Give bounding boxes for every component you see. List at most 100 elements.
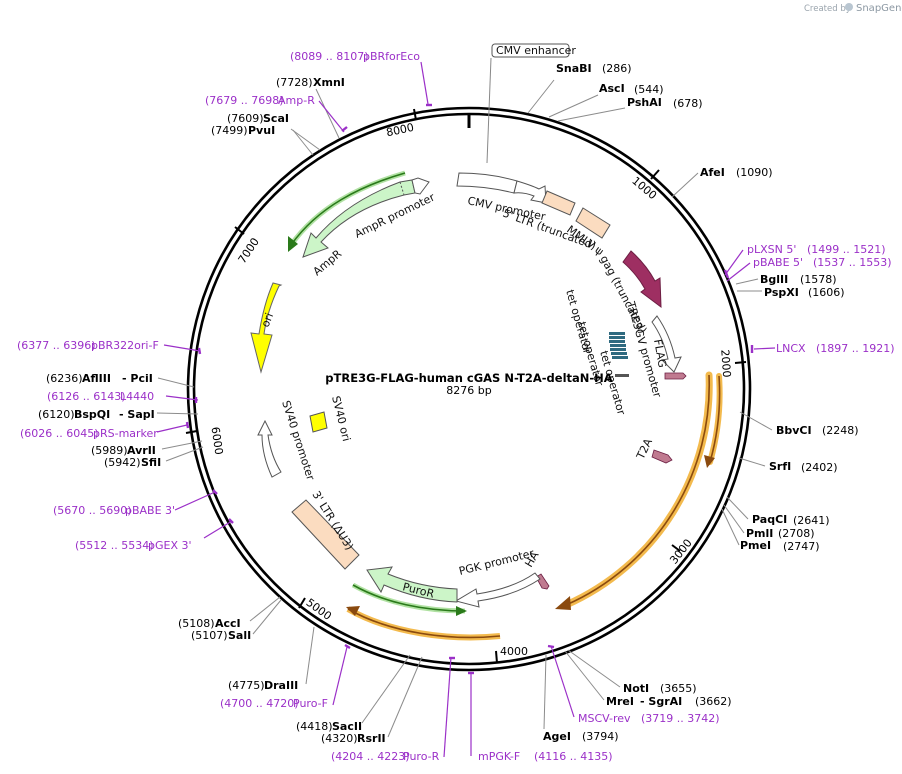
enzyme-paqci-name[interactable]: PaqCI — [752, 513, 787, 526]
enzyme-sapi-name[interactable]: - SapI — [119, 408, 155, 421]
enzyme-sacii-pos: (4418) — [296, 720, 333, 733]
enzyme-bbvci-pos: (2248) — [822, 424, 859, 437]
enzyme-asci-name[interactable]: AscI — [599, 82, 625, 95]
enzyme-scai-name[interactable]: ScaI — [263, 112, 289, 125]
feature-ori — [250, 282, 283, 374]
enzyme-rsrii-pos: (4320) — [321, 732, 358, 745]
enzyme-bglii-pos: (1578) — [800, 273, 837, 286]
primer-pbr322orif-range: (6377 .. 6396) — [17, 339, 96, 352]
enzyme-bglii-name[interactable]: BglII — [760, 273, 788, 286]
enzyme-draiii-pos: (4775) — [228, 679, 265, 692]
sv40-ori-label: SV40 ori — [329, 395, 353, 443]
enzyme-bspqi-pos: (6120) — [38, 408, 75, 421]
feature-flag — [664, 372, 687, 380]
enzyme-pmei-pos: (2747) — [783, 540, 820, 553]
enzyme-pshai-pos: (678) — [673, 97, 703, 110]
primer-pbabe3-range: (5670 .. 5690) — [53, 504, 132, 517]
enzyme-avrii-name[interactable]: AvrII — [127, 444, 156, 457]
primer-prsmarker-name[interactable]: pRS-marker — [93, 427, 158, 440]
enzyme-agei-pos: (3794) — [582, 730, 619, 743]
snapgene-logo-icon — [845, 3, 853, 11]
enzyme-mrei-pos: (3662) — [695, 695, 732, 708]
feature-tre3gv — [651, 315, 682, 373]
tick-3000-mark — [671, 544, 681, 552]
feature-sv40-promoter — [257, 419, 282, 478]
tick-8000: 8000 — [385, 121, 415, 140]
enzyme-snabi-name[interactable]: SnaBI — [556, 62, 592, 75]
flag-label: FLAG — [651, 338, 669, 368]
feature-small-mark — [615, 374, 629, 377]
primer-pbabe3-name[interactable]: pBABE 3' — [125, 504, 175, 517]
feature-5-ltr — [541, 190, 576, 216]
enzyme-xmni-name[interactable]: XmnI — [313, 76, 345, 89]
primer-purof-range: (4700 .. 4720) — [220, 697, 299, 710]
enzyme-afliii-name[interactable]: AflIII — [82, 372, 111, 385]
backbone-outer — [186, 106, 752, 672]
primer-mscvrev-range: (3719 .. 3742) — [641, 712, 720, 725]
primer-mscvrev-name[interactable]: MSCV-rev — [578, 712, 631, 725]
primer-pbrforeco-name[interactable]: pBRforEco — [363, 50, 420, 63]
tick-4000-mark — [495, 650, 498, 664]
enzyme-pmei-name[interactable]: PmeI — [740, 539, 771, 552]
credit-brand: SnapGene — [856, 3, 902, 14]
enzyme-scai-pos: (7609) — [227, 112, 264, 125]
enzyme-acci-name[interactable]: AccI — [215, 617, 241, 630]
tick-7000: 7000 — [236, 235, 262, 265]
enzyme-bspqi-name[interactable]: BspQI — [74, 408, 110, 421]
sv40-promoter-label: SV40 promoter — [279, 399, 317, 482]
primer-purof-name[interactable]: Puro-F — [293, 697, 328, 710]
enzyme-srfi-name[interactable]: SrfI — [769, 460, 791, 473]
snapgene-credit: Created by SnapGene — [804, 3, 902, 14]
enzyme-acci-pos: (5108) — [178, 617, 215, 630]
primer-prsmarker-range: (6026 .. 6045) — [20, 427, 99, 440]
feature-tet-operators — [609, 332, 628, 359]
tick-8000-mark — [413, 108, 417, 121]
enzyme-sfii-name[interactable]: SfiI — [141, 456, 161, 469]
ori-label: ori — [259, 311, 276, 329]
tick-6000-mark — [185, 430, 198, 434]
primer-pbabe5-name[interactable]: pBABE 5' — [753, 256, 803, 269]
enzyme-agei-name[interactable]: AgeI — [543, 730, 571, 743]
enzyme-noti-name[interactable]: NotI — [623, 682, 649, 695]
primer-pbr322orif-name[interactable]: pBR322ori-F — [91, 339, 159, 352]
primer-plxsn5-name[interactable]: pLXSN 5' — [747, 243, 796, 256]
primer-lncx-name[interactable]: LNCX — [776, 342, 806, 355]
enzyme-pspxi-name[interactable]: PspXI — [764, 286, 799, 299]
enzyme-pshai-name[interactable]: PshAI — [627, 96, 662, 109]
enzyme-draiii-name[interactable]: DraIII — [264, 679, 298, 692]
primer-leaders — [156, 61, 776, 758]
enzyme-pvui-name[interactable]: PvuI — [248, 124, 275, 137]
primer-mpgkf-name[interactable]: mPGK-F — [478, 750, 520, 763]
primer-puror-range: (4204 .. 4223) — [331, 750, 410, 763]
tick-5000-mark — [298, 597, 306, 609]
feature-t2a — [651, 449, 673, 464]
enzyme-xmni-pos: (7728) — [276, 76, 313, 89]
primer-pgex3-name[interactable]: pGEX 3' — [148, 539, 192, 552]
primer-marks — [185, 103, 754, 675]
primer-ampr-range: (7679 .. 7698) — [205, 94, 284, 107]
plasmid-size: 8276 bp — [446, 384, 491, 397]
enzyme-pcii-name[interactable]: - PciI — [122, 372, 153, 385]
enzyme-noti-pos: (3655) — [660, 682, 697, 695]
tick-7000-mark — [234, 226, 245, 235]
tick-6000: 6000 — [209, 426, 226, 456]
feature-pgk — [454, 572, 541, 608]
enzyme-rsrii-name[interactable]: RsrII — [357, 732, 386, 745]
enzyme-pspxi-pos: (1606) — [808, 286, 845, 299]
enzyme-asci-pos: (544) — [634, 83, 664, 96]
enzyme-afei-name[interactable]: AfeI — [700, 166, 725, 179]
enzyme-mrei-name[interactable]: MreI — [606, 695, 634, 708]
feature-3-ltr — [291, 499, 360, 570]
primer-puror-name[interactable]: Puro-R — [403, 750, 440, 763]
enzyme-sacii-name[interactable]: SacII — [332, 720, 362, 733]
cmv-enhancer-label: CMV enhancer — [496, 44, 576, 57]
enzyme-sfii-pos: (5942) — [104, 456, 141, 469]
enzyme-pmli-name[interactable]: PmlI — [746, 527, 773, 540]
enzyme-sali-name[interactable]: SalI — [228, 629, 251, 642]
enzyme-bbvci-name[interactable]: BbvCI — [776, 424, 812, 437]
primer-l4440-name[interactable]: L4440 — [120, 390, 154, 403]
primer-mpgkf-range: (4116 .. 4135) — [534, 750, 613, 763]
enzyme-sgrai-name[interactable]: - SgrAI — [640, 695, 682, 708]
primer-ampr-name[interactable]: Amp-R — [278, 94, 315, 107]
